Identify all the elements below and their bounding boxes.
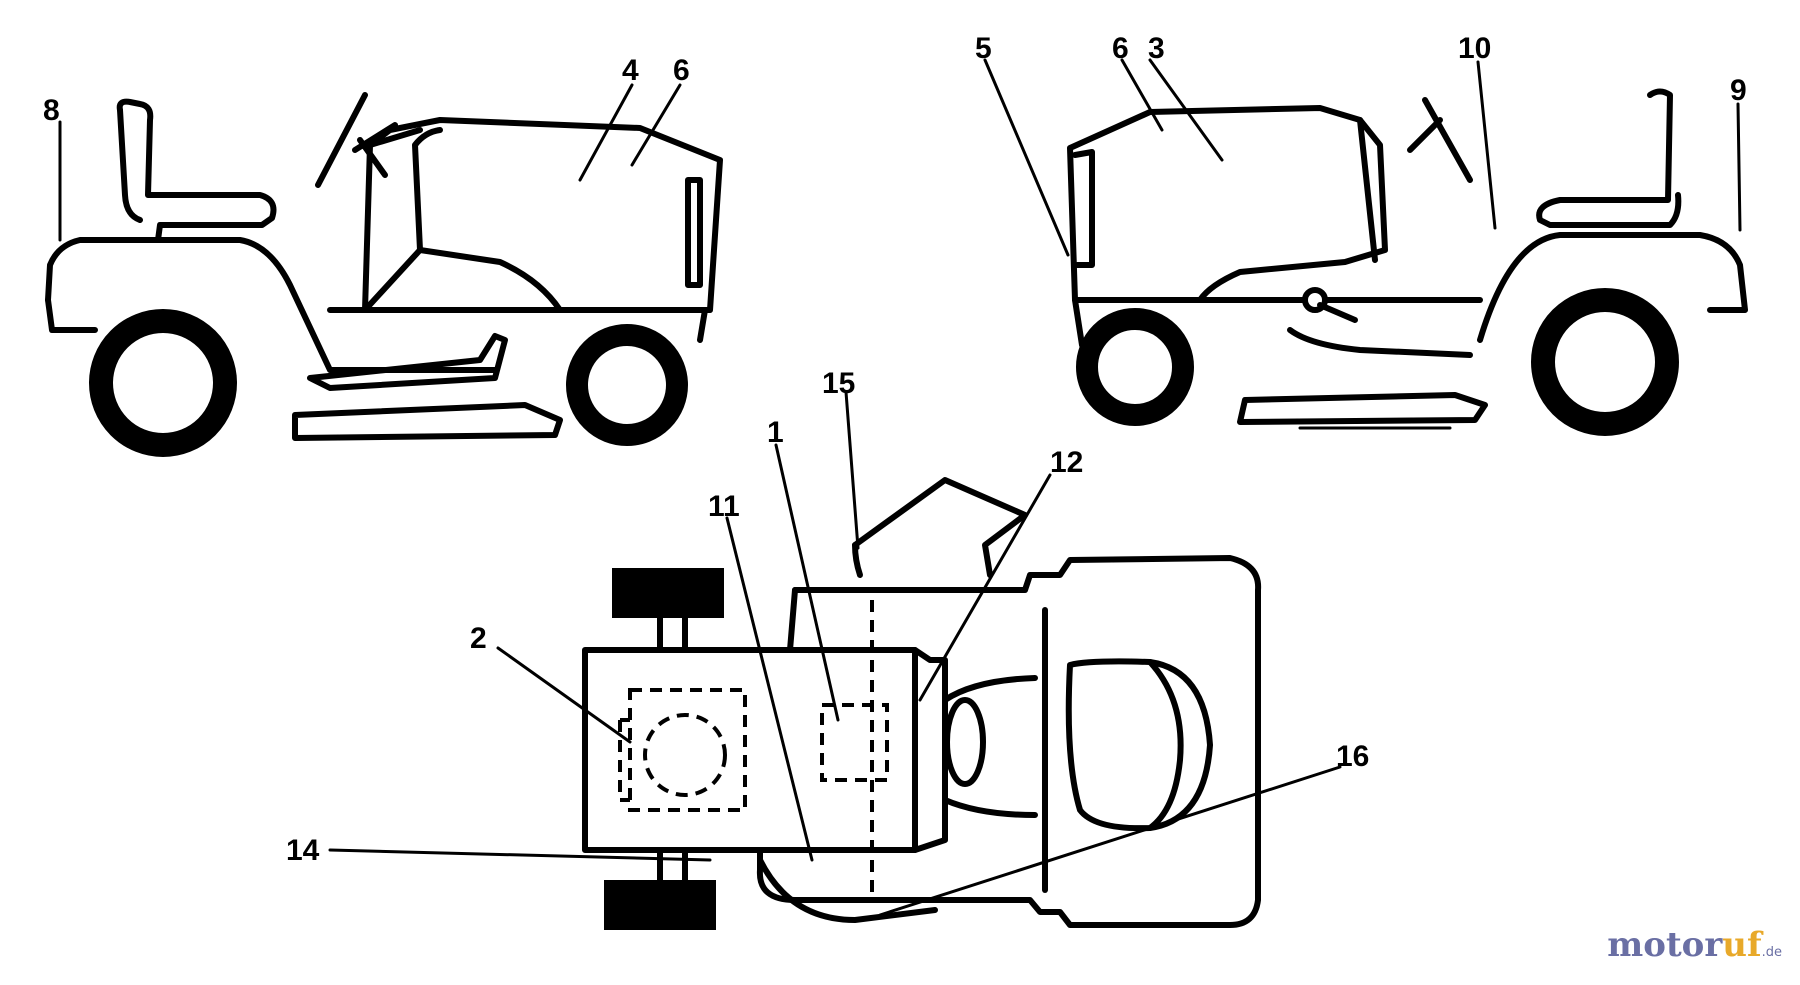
- leader-lines: [58, 58, 1742, 917]
- label-16: 16: [1336, 740, 1369, 773]
- label-11: 11: [708, 490, 740, 523]
- tractor-right-side-view: [1067, 88, 1748, 436]
- label-2: 2: [470, 622, 487, 655]
- tractor-top-view: [582, 477, 1262, 930]
- callout-labels: 8 4 6 5 6 3 10 9 15 1 12 11 2 16 14: [43, 32, 1747, 867]
- label-10: 10: [1458, 32, 1491, 65]
- label-6-left: 6: [673, 54, 690, 87]
- label-14: 14: [286, 834, 320, 867]
- watermark-logo: motoruf.de: [1607, 925, 1782, 965]
- rear-wheel-bottom: [604, 880, 716, 930]
- label-12: 12: [1050, 446, 1083, 479]
- label-1: 1: [767, 416, 784, 449]
- label-8: 8: [43, 94, 60, 127]
- tractor-left-side-view: [45, 92, 723, 457]
- label-3: 3: [1148, 32, 1165, 65]
- rear-wheel-top: [612, 568, 724, 618]
- label-5: 5: [975, 32, 992, 65]
- label-4: 4: [622, 54, 639, 87]
- label-15: 15: [822, 367, 855, 400]
- label-9: 9: [1730, 74, 1747, 107]
- label-6-right: 6: [1112, 32, 1129, 65]
